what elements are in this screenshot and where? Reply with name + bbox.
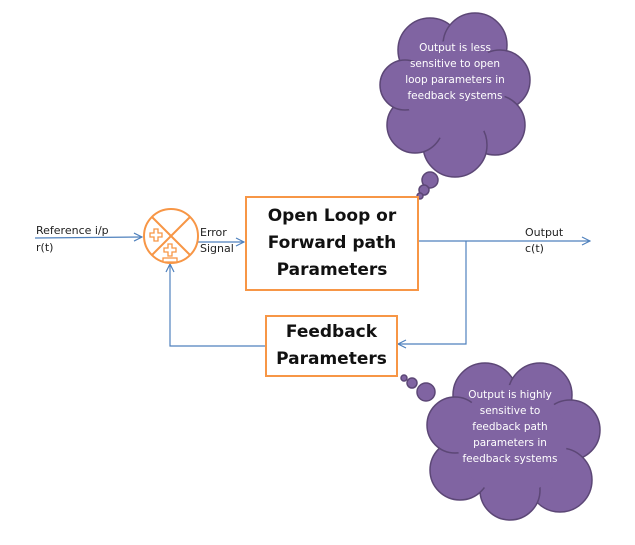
minus-sign-icon [162, 257, 178, 263]
input-arrow [34, 237, 142, 238]
note-bottom-text: Output is highly sensitive to feedback p… [462, 389, 558, 465]
forward-block-line-3: Parameters [276, 260, 388, 280]
plus-sign-icon [163, 243, 177, 257]
output-label: Output [525, 226, 564, 239]
output-symbol: c(t) [525, 242, 544, 255]
error-signal-label-1: Error [200, 226, 227, 239]
reference-input-symbol: r(t) [36, 241, 54, 254]
thought-cloud-bottom [400, 362, 601, 521]
reference-input-label: Reference i/p [36, 224, 109, 237]
forward-block-line-1: Open Loop or [267, 206, 397, 226]
plus-sign-icon [149, 228, 163, 242]
summing-junction [143, 208, 199, 264]
forward-block-line-2: Forward path [267, 233, 397, 253]
feedback-block-line-2: Parameters [276, 349, 387, 369]
feedback-takeoff-arrow [398, 241, 467, 344]
error-signal-label-2: Signal [200, 242, 234, 255]
note-top-text: Output is less sensitive to open loop pa… [405, 42, 505, 102]
feedback-block-line-1: Feedback [285, 322, 378, 342]
feedback-block: Feedback Parameters [265, 315, 398, 377]
feedback-return-arrow [170, 264, 265, 347]
thought-cloud-top [379, 12, 531, 200]
forward-path-block: Open Loop or Forward path Parameters [245, 196, 419, 291]
